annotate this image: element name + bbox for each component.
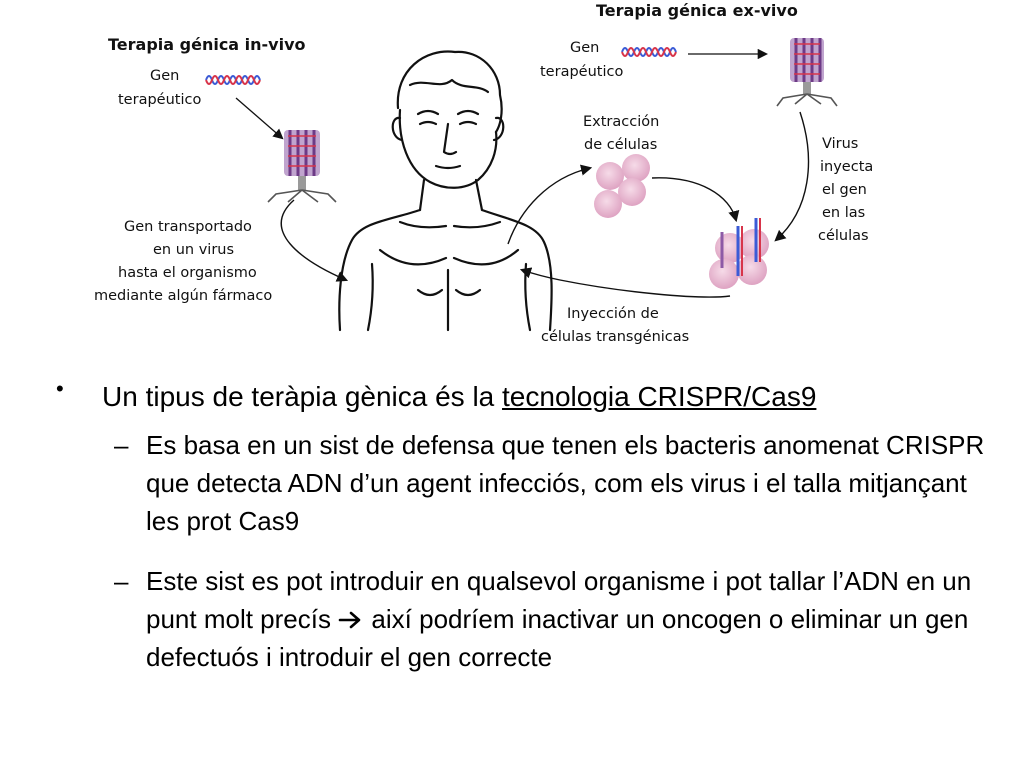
transport-label-line3: hasta el organismo <box>118 265 257 281</box>
sub-bullet-2-part1: Este sist es pot introduir en qualsevol … <box>146 566 972 634</box>
arrow-virus-to-body <box>280 199 349 282</box>
human-figure <box>338 50 553 332</box>
diagram-svg: Terapia génica in-vivo Terapia génica ex… <box>94 1 873 345</box>
bullet-dot: • <box>56 376 64 401</box>
right-arrow-icon <box>338 611 361 629</box>
arrow-virus-to-cells <box>774 111 810 242</box>
transport-label-line4: mediante algún fármaco <box>94 288 272 304</box>
title-exvivo: Terapia génica ex-vivo <box>596 1 798 20</box>
dna-icon-exvivo <box>621 47 677 57</box>
arrow-cells-to-body <box>519 267 731 298</box>
sub-bullet-dash: – <box>114 566 129 596</box>
virus-label-line1: Virus <box>822 136 858 152</box>
sub-bullet-dash: – <box>114 430 129 460</box>
arrow-body-to-extraction <box>507 164 593 245</box>
invivo-gen-label-line2: terapéutico <box>118 92 201 108</box>
exvivo-gen-label-line2: terapéutico <box>540 64 623 80</box>
sub-bullet-1-text: Es basa en un sist de defensa que tenen … <box>146 430 985 536</box>
title-invivo: Terapia génica in-vivo <box>108 35 306 54</box>
virus-label-line5: células <box>818 228 869 244</box>
arrow-extraction-to-cells <box>651 177 740 223</box>
sub-bullet-2-text: Este sist es pot introduir en qualsevol … <box>146 562 986 676</box>
virus-label-line2: inyecta <box>820 159 873 175</box>
main-bullet-prefix: Un tipus de teràpia gènica és la <box>102 381 503 412</box>
main-bullet-text: Un tipus de teràpia gènica és la tecnolo… <box>102 378 816 416</box>
extraction-label-line2: de células <box>584 137 657 153</box>
extracted-cells <box>594 154 650 218</box>
virus-icon-invivo <box>267 130 337 203</box>
transport-label-line1: Gen transportado <box>124 219 252 235</box>
dna-icon-invivo <box>205 75 261 85</box>
sub-bullet-2-part2: així podríem inactivar un oncogen o elim… <box>146 604 969 672</box>
transfected-cells <box>709 218 769 289</box>
virus-label-line4: en las <box>822 205 865 221</box>
virus-icon-exvivo <box>776 38 838 107</box>
extraction-label-line1: Extracción <box>583 114 659 130</box>
injection-label-line1: Inyección de <box>567 306 659 322</box>
gene-therapy-diagram: Terapia génica in-vivo Terapia génica ex… <box>0 0 1024 360</box>
injection-label-line2: células transgénicas <box>541 329 689 345</box>
crispr-link[interactable]: tecnologia CRISPR/Cas9 <box>502 381 817 412</box>
transport-label-line2: en un virus <box>153 242 234 258</box>
virus-label-line3: el gen <box>822 182 867 198</box>
exvivo-gen-label-line1: Gen <box>570 40 599 56</box>
invivo-gen-label-line1: Gen <box>150 68 179 84</box>
